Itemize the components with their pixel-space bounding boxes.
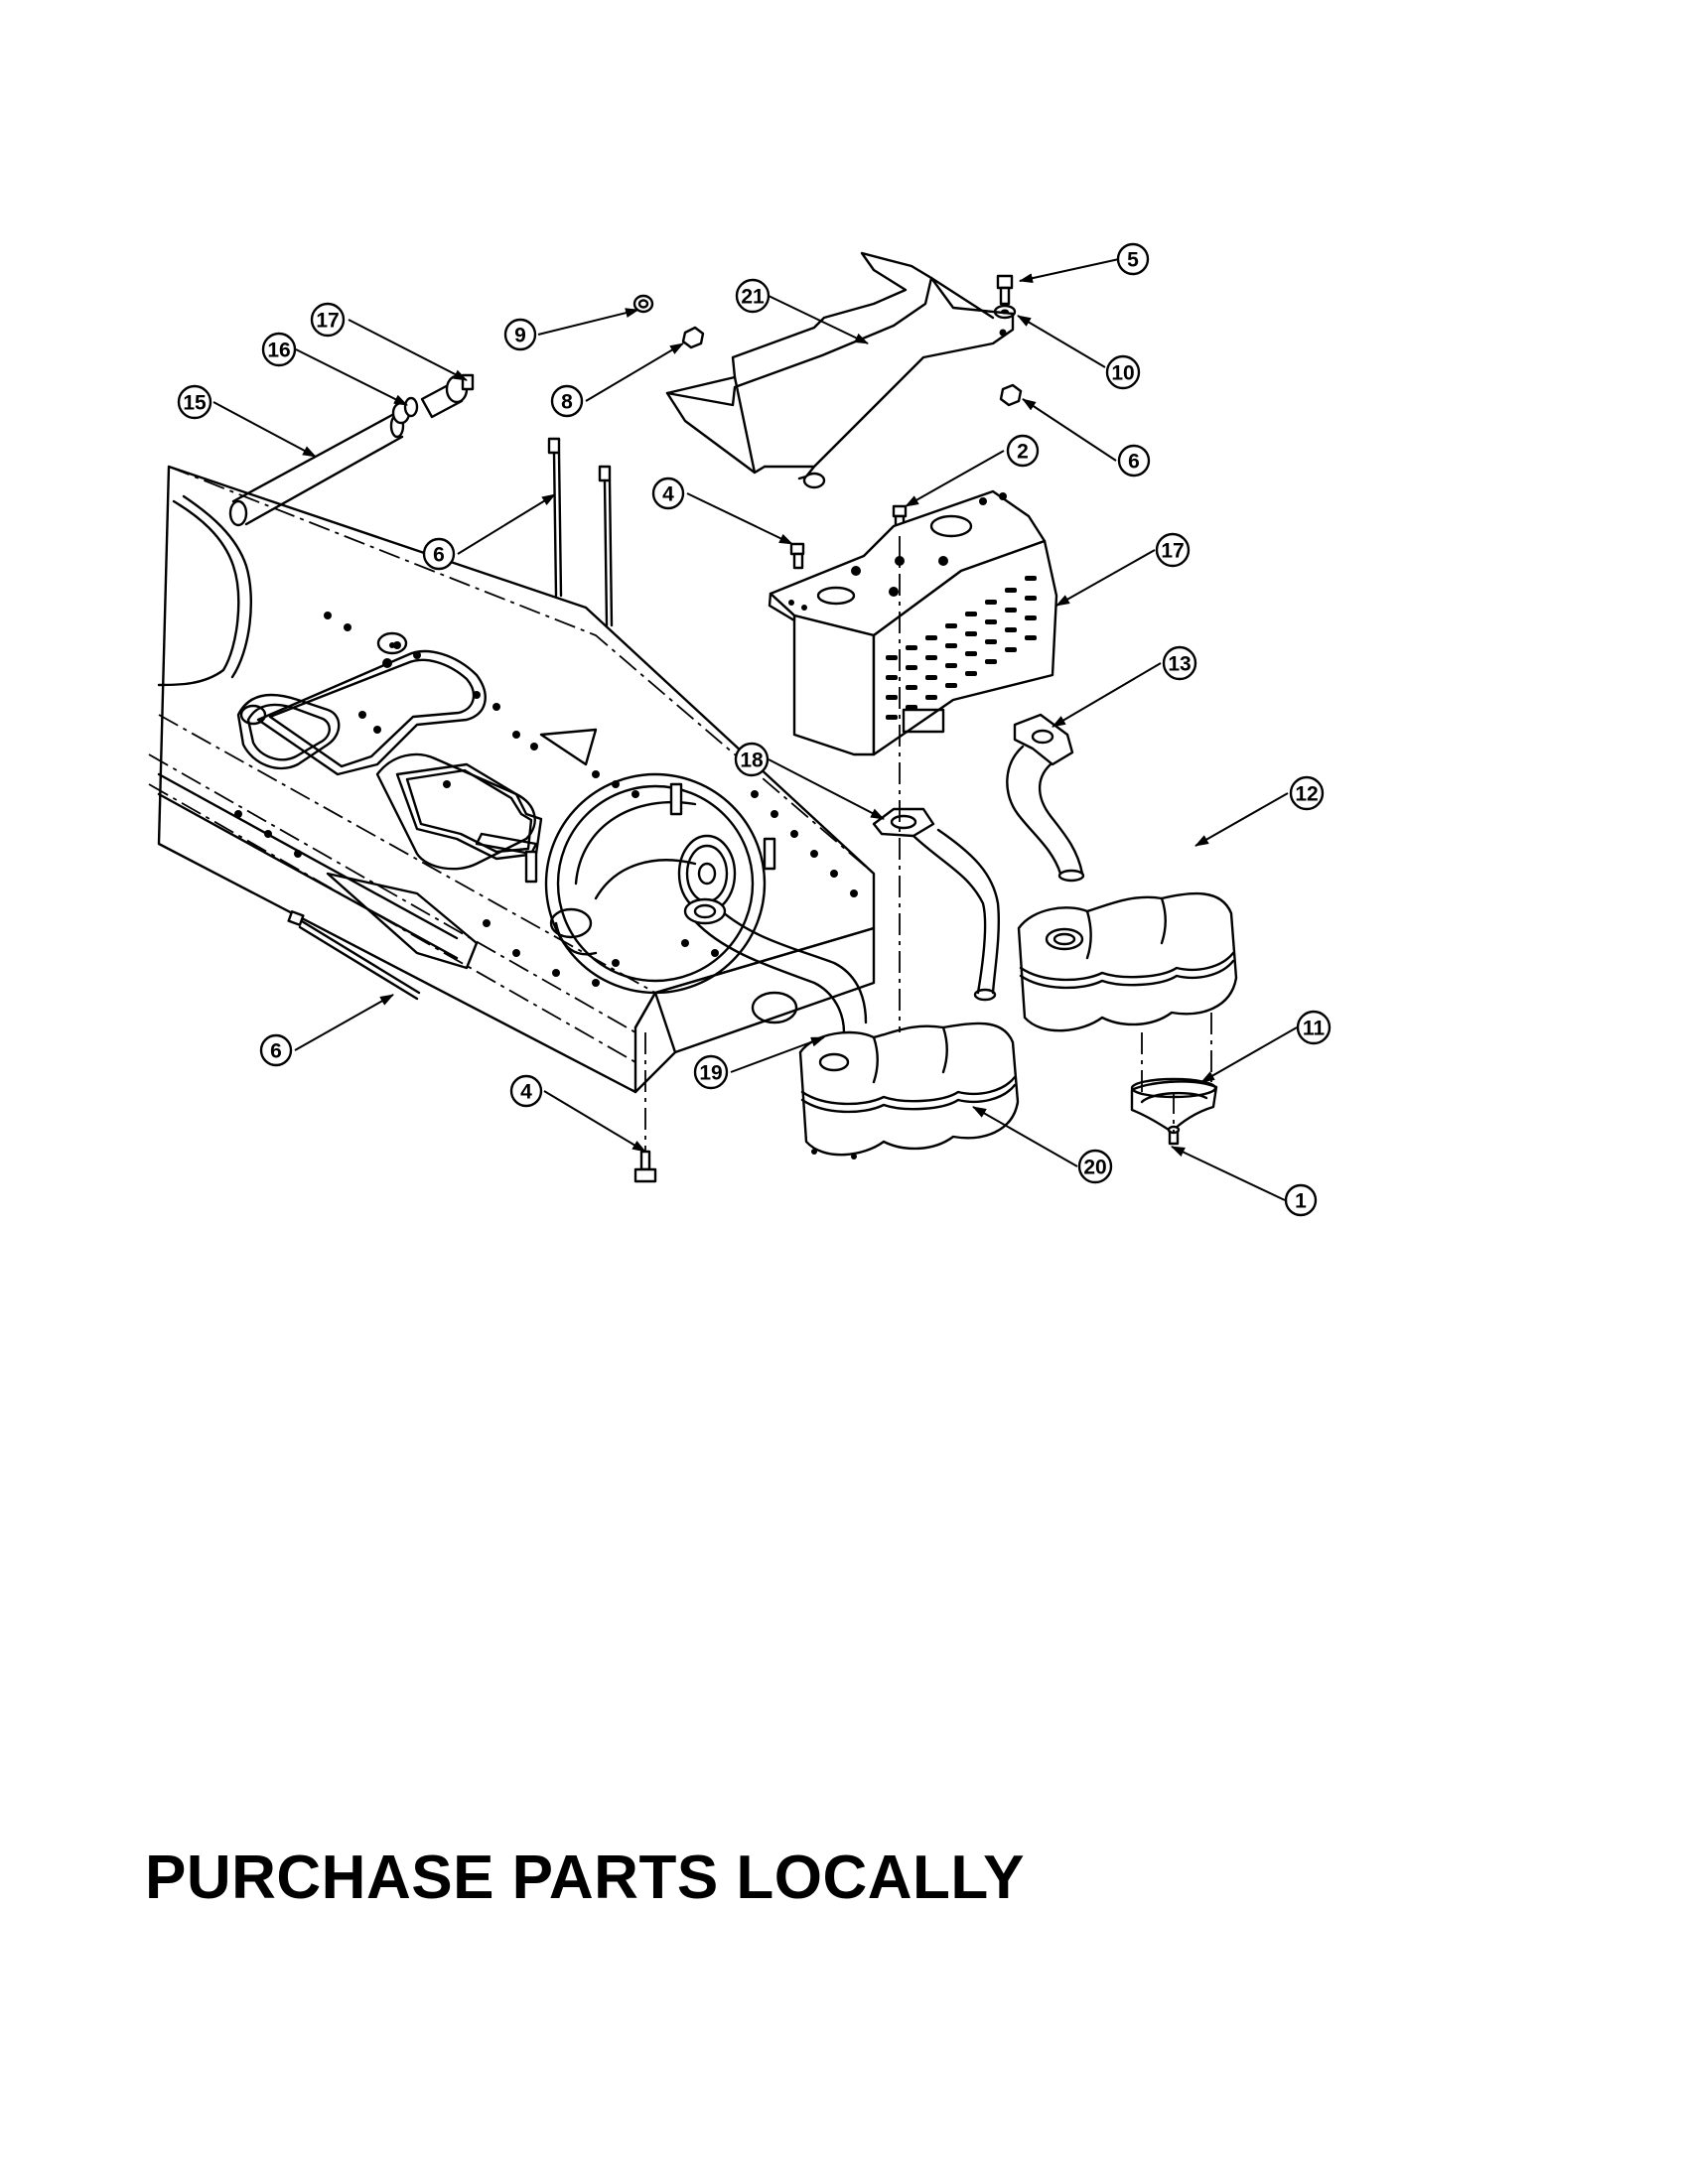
callout-1: 1 [1284,1183,1318,1217]
callout-label: 4 [662,483,674,506]
alignment-centerlines [644,536,1212,1152]
exhaust-pipe-19 [683,828,1001,1034]
callout-19: 19 [693,1054,729,1090]
exhaust-pipe-13 [1006,713,1085,883]
callout-label: 11 [1303,1018,1326,1040]
callout-21: 21 [735,278,771,314]
muffler-guard-17 [768,489,1058,756]
muffler-12 [1017,891,1238,1032]
callout-8: 8 [550,384,584,418]
washer-9 [632,294,654,314]
guard-vent-slots [886,576,1037,720]
callout-17-fitting: 17 [310,302,346,338]
callout-label: 16 [267,340,290,362]
callout-label: 17 [316,310,339,333]
callout-2: 2 [1006,434,1040,468]
callout-label: 20 [1083,1157,1106,1179]
callout-label: 9 [514,325,526,347]
callout-5: 5 [1116,242,1150,276]
gasket-18 [872,807,935,838]
nut-8 [681,326,705,349]
callout-9: 9 [503,318,537,351]
callout-label: 2 [1017,441,1029,464]
washer-10 [993,304,1017,320]
callout-label: 10 [1111,362,1134,385]
screw-4-bottom [633,1150,657,1183]
muffler-20 [798,1022,1020,1160]
callout-15: 15 [177,384,212,420]
callout-label: 18 [740,750,764,772]
callout-10: 10 [1105,354,1141,390]
callout-label: 21 [741,286,765,309]
callout-4-top: 4 [651,477,685,510]
callout-6-tie: 6 [422,537,456,571]
callout-label: 4 [520,1081,532,1104]
screw-4-top [789,542,805,570]
callout-label: 6 [270,1040,282,1063]
tractor-frame [148,465,876,1094]
purchase-parts-locally-note: PURCHASE PARTS LOCALLY [145,1843,1025,1912]
callout-13: 13 [1162,645,1197,681]
nut-6-top [999,383,1023,407]
callout-17-guard: 17 [1155,532,1191,568]
cable-tie-6-c [287,910,421,1001]
callout-label: 19 [699,1062,722,1085]
callout-4-bottom: 4 [509,1074,543,1108]
cable-tie-6-a [547,437,563,598]
callout-label: 6 [433,544,445,567]
screw-1 [1167,1125,1181,1146]
callout-leader-lines [212,258,1298,1201]
frame-mount-holes [234,612,858,987]
callout-label: 1 [1295,1190,1307,1213]
callout-label: 5 [1127,249,1139,272]
callout-6-nut: 6 [1117,444,1151,478]
callout-label: 12 [1295,783,1318,806]
pipe-15 [228,413,405,527]
cable-tie-6-b [598,465,614,627]
callout-6-bottom: 6 [259,1033,293,1067]
callout-12: 12 [1289,775,1325,811]
callout-16: 16 [261,332,297,367]
heat-shield-21 [665,251,1015,489]
callout-label: 13 [1168,653,1191,676]
callout-label: 6 [1128,451,1140,474]
callout-20: 20 [1077,1149,1113,1184]
callout-11: 11 [1296,1010,1332,1045]
callout-label: 17 [1161,540,1184,563]
bolt-5 [996,274,1014,306]
callout-label: 15 [183,392,207,415]
fitting-16 [391,396,419,425]
fitting-17 [420,373,475,419]
callout-18: 18 [734,742,770,777]
callout-label: 8 [561,391,573,414]
